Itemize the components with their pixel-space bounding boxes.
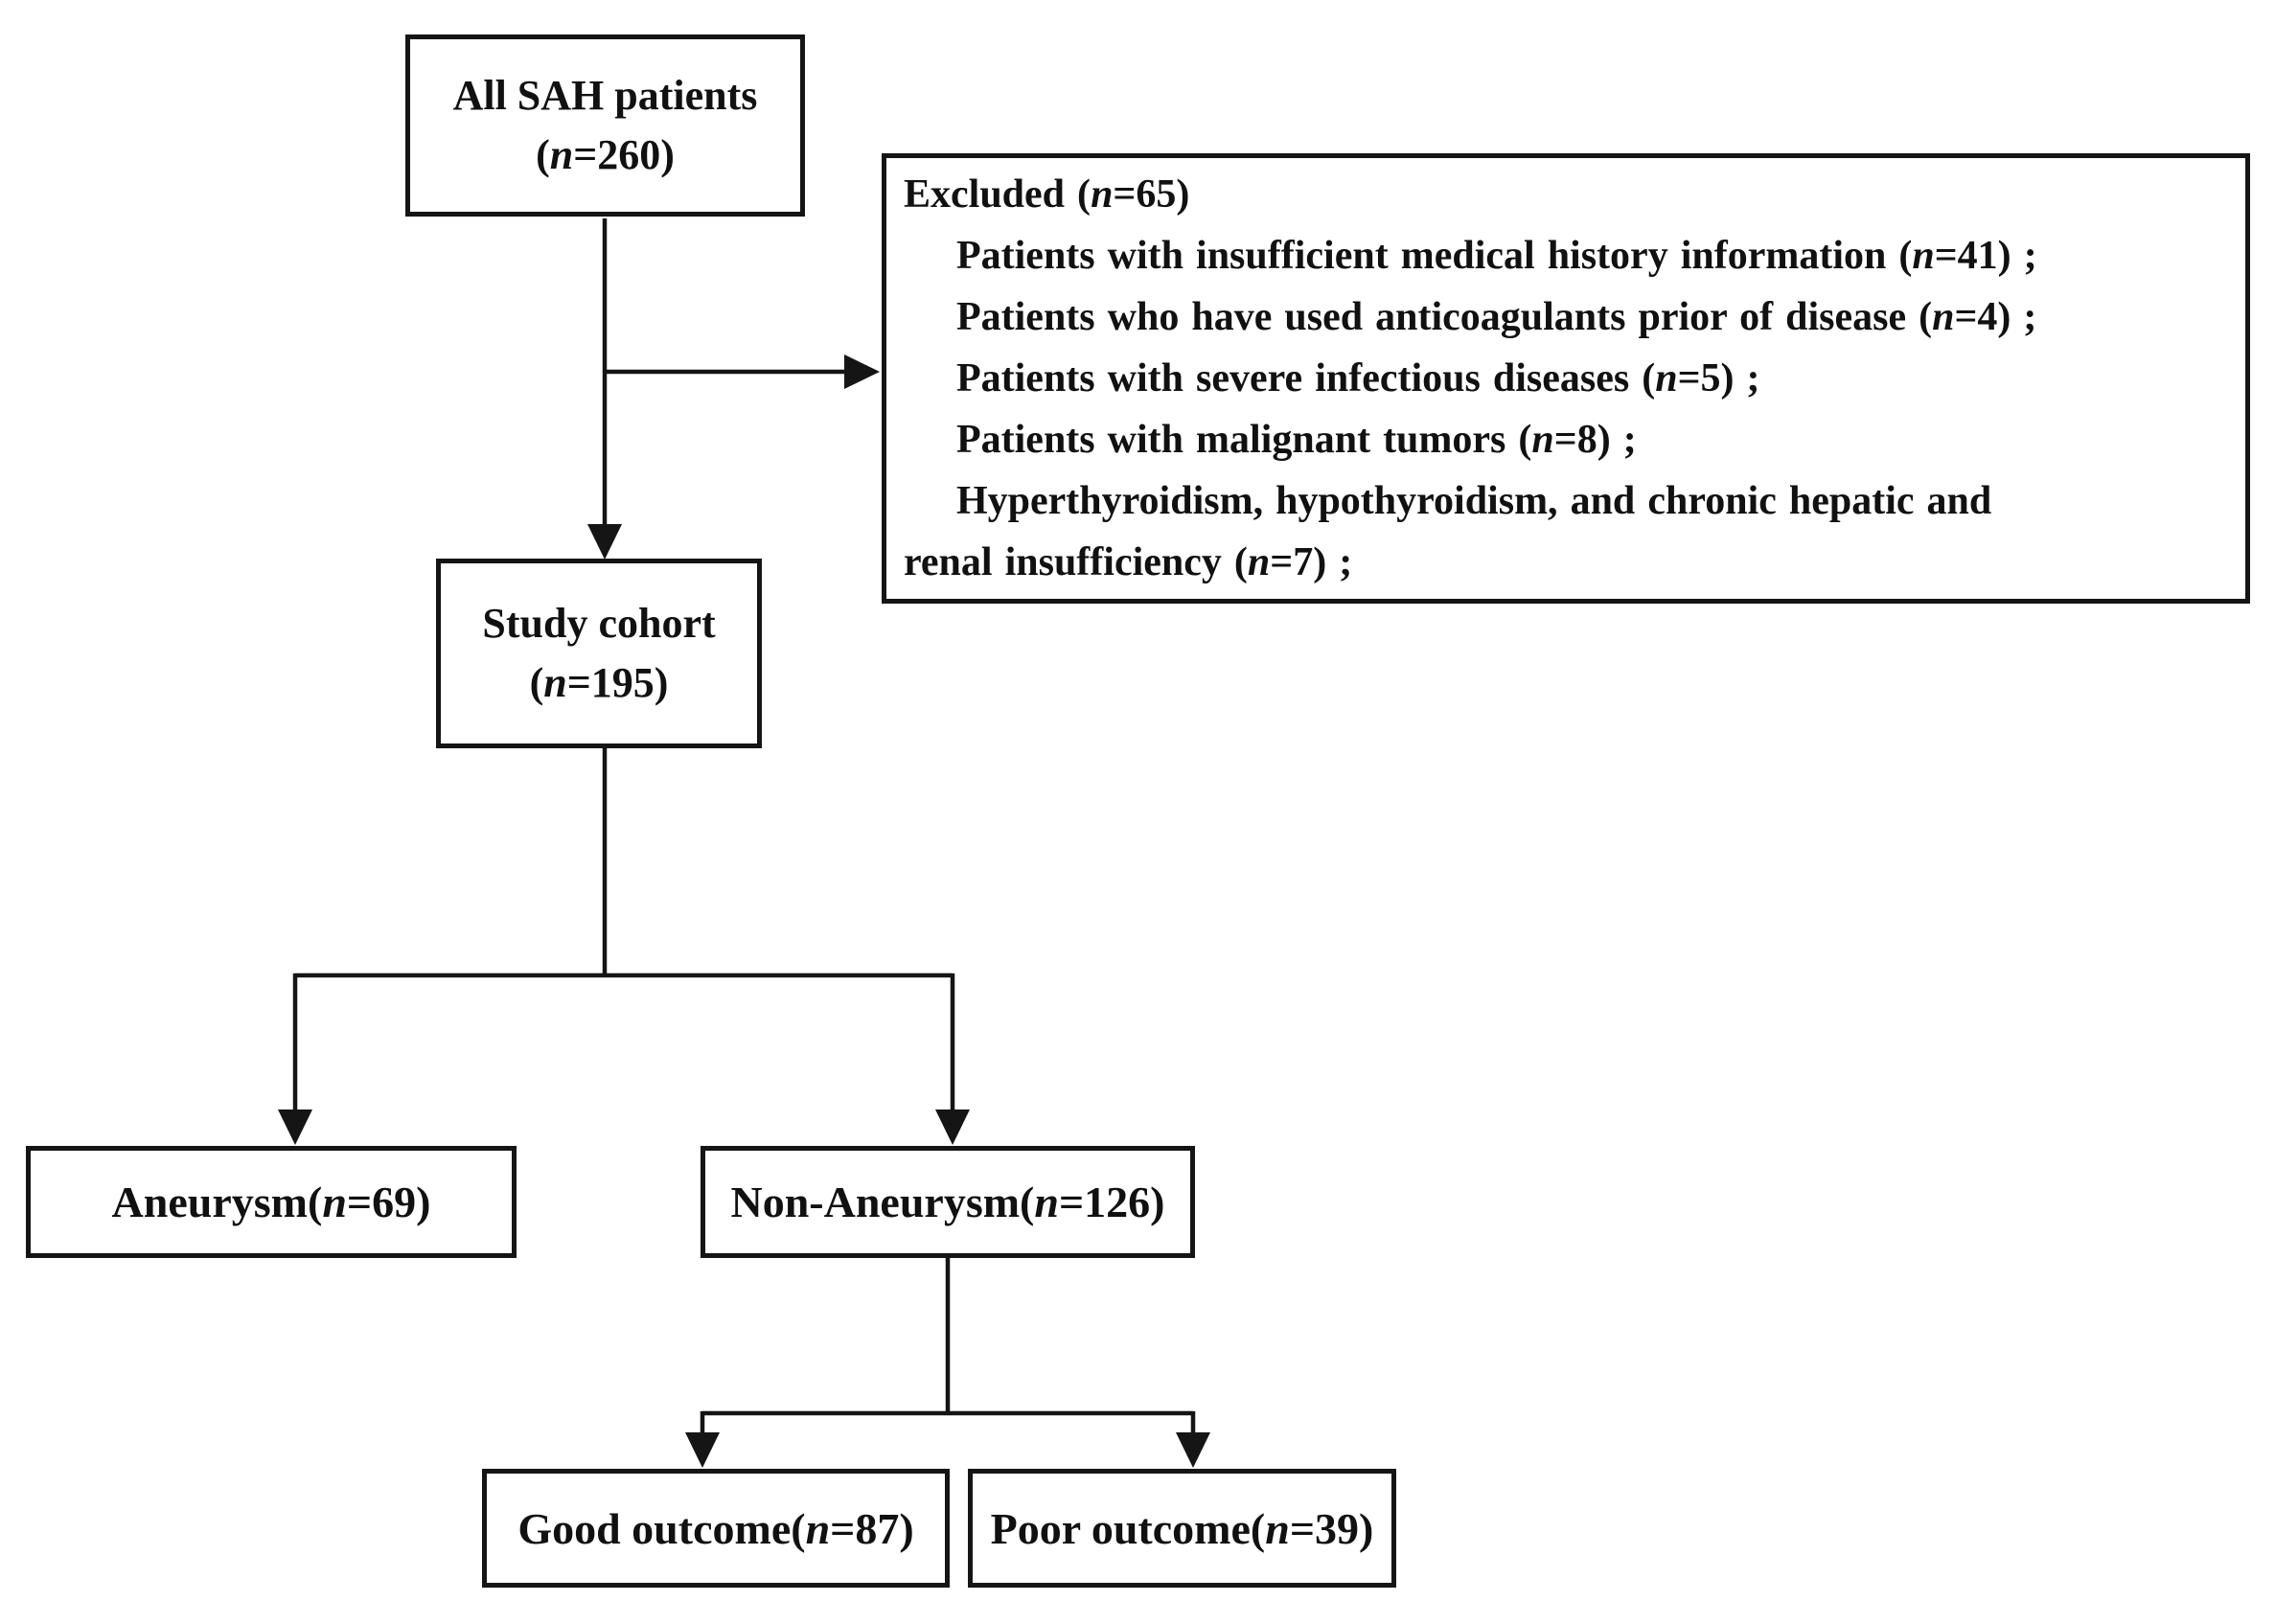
- arrowhead-into-aneurysm: [278, 1109, 312, 1145]
- excluded-item: Patients with malignant tumors (n=8) ;: [956, 418, 1637, 462]
- node-excluded: Excluded (n=65) Patients with insufficie…: [882, 153, 2250, 604]
- excluded-item: Hyperthyroidism, hypothyroidism, and chr…: [904, 479, 1992, 584]
- node-label: Good outcome(n=87): [517, 1503, 914, 1553]
- node-label: All SAH patients: [452, 71, 758, 119]
- arrowhead-into-study-cohort: [587, 524, 622, 560]
- excluded-item: Patients who have used anticoagulants pr…: [956, 295, 2037, 339]
- excluded-title: Excluded (n=65): [904, 172, 1190, 217]
- node-label: Poor outcome(n=39): [990, 1503, 1374, 1553]
- n-symbol: n: [1091, 172, 1114, 217]
- n-symbol: n: [322, 1178, 347, 1226]
- arrowhead-into-excluded: [844, 355, 880, 389]
- excluded-item: Patients with insufficient medical histo…: [956, 234, 2037, 278]
- node-label: Non-Aneurysm(n=126): [730, 1178, 1165, 1226]
- n-symbol: n: [1247, 540, 1271, 584]
- node-poor-outcome: Poor outcome(n=39): [968, 1469, 1396, 1588]
- n-symbol: n: [1034, 1178, 1059, 1226]
- node-all-sah-patients: All SAH patients (n=260): [405, 34, 805, 217]
- n-symbol: n: [1655, 356, 1678, 400]
- arrowhead-into-good-outcome: [685, 1432, 720, 1468]
- node-good-outcome: Good outcome(n=87): [482, 1469, 950, 1588]
- n-symbol: n: [549, 131, 574, 178]
- n-symbol: n: [805, 1503, 831, 1553]
- node-count: (n=260): [536, 131, 675, 178]
- n-symbol: n: [1265, 1503, 1290, 1553]
- arrowhead-into-non-aneurysm: [935, 1109, 970, 1145]
- n-symbol: n: [1531, 418, 1554, 462]
- node-aneurysm: Aneurysm(n=69): [26, 1146, 517, 1258]
- excluded-item: Patients with severe infectious diseases…: [956, 356, 1760, 400]
- node-study-cohort: Study cohort (n=195): [436, 559, 762, 748]
- node-non-aneurysm: Non-Aneurysm(n=126): [701, 1146, 1195, 1258]
- n-symbol: n: [1912, 234, 1935, 278]
- n-symbol: n: [1932, 295, 1955, 339]
- node-label: Aneurysm(n=69): [111, 1178, 431, 1226]
- arrowhead-into-poor-outcome: [1176, 1432, 1210, 1468]
- n-symbol: n: [543, 659, 567, 706]
- node-count: (n=195): [529, 659, 669, 706]
- node-label: Study cohort: [482, 599, 716, 647]
